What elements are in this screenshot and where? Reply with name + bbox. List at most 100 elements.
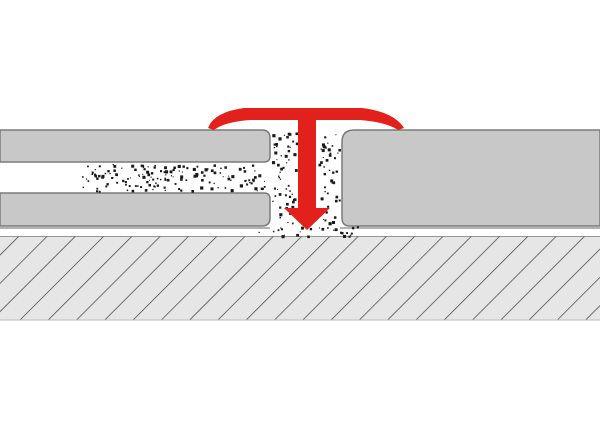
speckle-dot — [141, 164, 145, 168]
speckle-dot — [115, 173, 118, 177]
speckle-dot — [278, 175, 280, 177]
speckle-dot — [277, 163, 280, 167]
speckle-dot — [273, 187, 276, 190]
speckle-dot — [288, 159, 290, 161]
speckle-dot — [96, 187, 99, 190]
speckle-dot — [328, 154, 332, 157]
speckle-dot — [280, 155, 282, 157]
speckle-dot — [289, 190, 291, 192]
speckle-dot — [213, 182, 215, 185]
speckle-dot — [180, 189, 183, 192]
t-profile — [208, 108, 404, 230]
speckle-dot — [280, 167, 283, 171]
speckle-dot — [200, 186, 204, 190]
speckle-dot — [286, 162, 288, 164]
speckle-dot — [324, 136, 327, 139]
speckle-dot — [291, 205, 295, 209]
speckle-dot — [131, 164, 135, 168]
speckle-dot — [156, 177, 159, 180]
speckle-dot — [217, 187, 219, 189]
speckle-dot — [106, 183, 109, 186]
speckle-dot — [93, 173, 96, 176]
speckle-dot — [322, 145, 326, 149]
speckle-dot — [335, 195, 339, 199]
speckle-dot — [327, 227, 329, 229]
speckle-dot — [324, 186, 326, 189]
speckle-dot — [196, 175, 198, 178]
speckle-dot — [147, 173, 151, 177]
speckle-dot — [331, 182, 334, 184]
speckle-dot — [98, 190, 101, 193]
speckle-dot — [280, 227, 282, 229]
speckle-dot — [335, 199, 338, 203]
t-profile-stem — [298, 118, 316, 212]
speckle-dot — [291, 193, 293, 195]
speckle-dot — [153, 185, 156, 188]
speckle-dot — [250, 182, 253, 185]
speckle-dot — [154, 164, 156, 167]
speckle-dot — [174, 183, 177, 185]
speckle-dot — [258, 231, 260, 233]
speckle-dot — [282, 166, 285, 169]
speckle-dot — [356, 226, 359, 229]
speckle-dot — [336, 170, 338, 173]
speckle-dot — [122, 179, 125, 183]
speckle-dot — [191, 190, 194, 193]
speckle-dot — [131, 189, 135, 193]
speckle-dot — [254, 170, 256, 172]
speckle-dot — [155, 182, 157, 184]
speckle-dot — [288, 195, 292, 198]
speckle-dot — [333, 216, 337, 219]
speckle-dot — [272, 200, 274, 202]
speckle-dot — [164, 177, 166, 180]
speckle-dot — [111, 177, 114, 179]
speckle-dot — [246, 183, 249, 186]
speckle-dot — [272, 161, 276, 165]
speckle-dot — [318, 227, 320, 229]
speckle-dot — [338, 149, 341, 152]
speckle-dot — [204, 168, 208, 172]
speckle-dot — [181, 171, 183, 173]
speckle-dot — [272, 134, 276, 138]
lower-left-tile — [0, 192, 271, 227]
speckle-dot — [172, 176, 174, 178]
speckle-dot — [276, 145, 278, 148]
speckle-dot — [147, 166, 149, 168]
speckle-dot — [318, 163, 322, 167]
speckle-dot — [323, 172, 326, 176]
speckle-dot — [346, 232, 348, 234]
speckle-dot — [279, 178, 282, 180]
speckle-dot — [193, 174, 197, 178]
speckle-dot — [279, 213, 283, 217]
speckle-dot — [331, 145, 334, 147]
speckle-dot — [279, 171, 281, 173]
speckle-dot — [296, 233, 299, 237]
speckle-dot — [224, 166, 227, 169]
speckle-dot — [112, 164, 114, 166]
speckle-dot — [294, 169, 298, 172]
speckle-dot — [129, 177, 131, 179]
speckle-dot — [148, 179, 150, 181]
speckle-dot — [231, 175, 235, 179]
speckle-dot — [228, 175, 230, 177]
speckle-dot — [163, 186, 166, 189]
speckle-dot — [153, 166, 156, 169]
speckle-dot — [164, 166, 167, 170]
speckle-dot — [163, 171, 166, 174]
speckle-dot — [124, 181, 127, 184]
speckle-dot — [275, 143, 278, 146]
speckle-dot — [196, 165, 199, 168]
speckle-dot — [220, 167, 222, 170]
speckle-dot — [329, 152, 332, 155]
speckle-dot — [219, 172, 222, 174]
speckle-dot — [328, 222, 332, 226]
speckle-dot — [285, 188, 288, 190]
speckle-dot — [134, 185, 137, 187]
speckle-dot — [320, 161, 323, 164]
speckle-dot — [121, 167, 123, 169]
speckle-dot — [324, 146, 327, 149]
speckle-dot — [293, 153, 297, 157]
speckle-dot — [295, 142, 299, 146]
